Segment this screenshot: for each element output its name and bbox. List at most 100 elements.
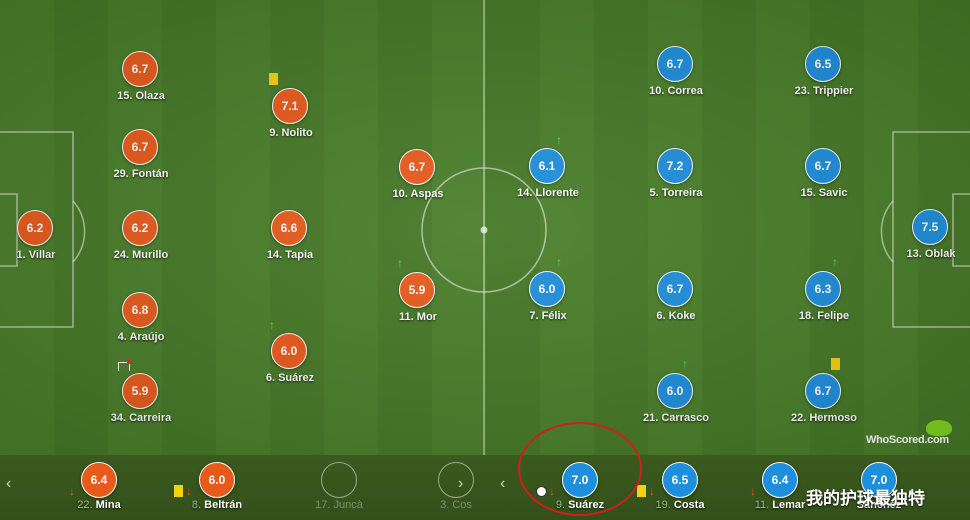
player-koke[interactable]: 6.7 6. Koke: [611, 271, 741, 335]
player-fontan[interactable]: 6.7 29. Fontán: [76, 129, 206, 193]
rating-circle: 6.7: [657, 46, 693, 82]
logo-text: WhoScored.com: [866, 434, 949, 446]
player-name: 19. Costa: [655, 499, 705, 511]
sub-junca[interactable]: 17. Juncà: [279, 455, 399, 519]
player-name: 6. Suárez: [265, 372, 315, 384]
player-name: 10. Aspas: [392, 188, 444, 200]
player-name: Sánchez: [856, 499, 902, 511]
player-oblak[interactable]: 7.5 13. Oblak: [866, 209, 970, 273]
rating-circle: [321, 462, 357, 498]
rating-circle: 6.3: [805, 271, 841, 307]
player-tapia[interactable]: 6.6 14. Tapia: [225, 210, 355, 274]
player-savic[interactable]: 6.7 15. Savic: [759, 148, 889, 212]
rating-circle: 6.4: [81, 462, 117, 498]
sub-suarez-9[interactable]: 7.0 9. Suárez: [520, 455, 640, 519]
arrow-down-icon: ↓: [186, 484, 192, 498]
player-felipe[interactable]: 6.3 18. Felipe: [759, 271, 889, 335]
player-mor[interactable]: 5.9 11. Mor: [353, 272, 483, 336]
rating-circle: 7.1: [272, 88, 308, 124]
player-name: 7. Félix: [529, 310, 567, 322]
arrow-down-icon: ↓: [750, 484, 756, 498]
rating-circle: 6.7: [657, 271, 693, 307]
rating-circle: 6.5: [805, 46, 841, 82]
player-name: 24. Murillo: [113, 249, 169, 261]
arrow-down-icon: ↓: [649, 484, 655, 498]
rating-circle: 6.7: [399, 149, 435, 185]
arrow-up-icon: ↑: [556, 255, 562, 269]
sub-mina[interactable]: 6.4 22. Mina: [39, 455, 159, 519]
player-name: 22. Hermoso: [790, 412, 858, 424]
player-name: 9. Suárez: [555, 499, 605, 511]
pitch: 6.7 15. Olaza 6.7 29. Fontán 6.2 24. Mur…: [0, 0, 970, 455]
goal-frame-icon: [118, 360, 131, 371]
yellow-card-icon: [831, 358, 840, 370]
rating-circle: 7.0: [562, 462, 598, 498]
player-suarez-6[interactable]: 6.0 6. Suárez: [225, 333, 355, 397]
player-name: 13. Oblak: [906, 248, 956, 260]
player-name: 21. Carrasco: [642, 412, 710, 424]
arrow-up-icon: ↑: [397, 256, 403, 270]
player-araujo[interactable]: 6.8 4. Araújo: [76, 292, 206, 356]
player-aspas[interactable]: 6.7 10. Aspas: [353, 149, 483, 213]
player-name: 14. Tapia: [266, 249, 314, 261]
rating-circle: 6.0: [529, 271, 565, 307]
rating-circle: 6.5: [662, 462, 698, 498]
sub-costa[interactable]: 6.5 19. Costa: [620, 455, 740, 519]
player-trippier[interactable]: 6.5 23. Trippier: [759, 46, 889, 110]
player-villar[interactable]: 6.2 1. Villar: [0, 210, 101, 274]
player-name: 1. Villar: [16, 249, 56, 261]
arrow-up-icon: ↑: [832, 255, 838, 269]
player-name: 15. Savic: [800, 187, 848, 199]
player-name: 22. Mina: [77, 499, 121, 511]
player-olaza[interactable]: 6.7 15. Olaza: [76, 51, 206, 115]
player-hermoso[interactable]: 6.7 22. Hermoso: [759, 373, 889, 437]
rating-circle: 6.7: [805, 373, 841, 409]
rating-circle: 5.9: [122, 373, 158, 409]
yellow-card-icon: [174, 485, 183, 497]
player-felix[interactable]: 6.0 7. Félix: [483, 271, 613, 335]
sub-lemar[interactable]: 6.4 11. Lemar: [720, 455, 840, 519]
player-murillo[interactable]: 6.2 24. Murillo: [76, 210, 206, 274]
player-name: 11. Lemar: [754, 499, 806, 511]
soccer-ball-icon: [536, 486, 547, 497]
player-correa[interactable]: 6.7 10. Correa: [611, 46, 741, 110]
arrow-up-icon: ↑: [556, 133, 562, 147]
player-llorente[interactable]: 6.1 14. Llorente: [483, 148, 613, 212]
player-torreira[interactable]: 7.2 5. Torreira: [611, 148, 741, 212]
arrow-down-icon: ↓: [549, 484, 555, 498]
bench-prev-right-arrow-icon[interactable]: ‹: [500, 475, 506, 492]
watermark-text: 我的护球最独特: [806, 489, 925, 508]
rating-circle: 7.2: [657, 148, 693, 184]
player-name: 17. Juncà: [315, 499, 363, 511]
bench-prev-left-arrow-icon[interactable]: ‹: [6, 475, 12, 492]
player-name: 5. Torreira: [649, 187, 703, 199]
player-name: 4. Araújo: [117, 331, 165, 343]
player-name: 14. Llorente: [517, 187, 579, 199]
rating-circle: 7.5: [912, 209, 948, 245]
player-name: 34. Carreira: [110, 412, 172, 424]
arrow-up-icon: ↑: [269, 318, 275, 332]
player-nolito[interactable]: 7.1 9. Nolito: [226, 88, 356, 152]
player-name: 11. Mor: [399, 311, 437, 323]
player-name: 6. Koke: [656, 310, 696, 322]
rating-circle: 6.2: [17, 210, 53, 246]
rating-circle: 6.8: [122, 292, 158, 328]
player-name: 15. Olaza: [117, 90, 165, 102]
rating-circle: 6.2: [122, 210, 158, 246]
rating-circle: 6.7: [122, 129, 158, 165]
rating-circle: 6.7: [122, 51, 158, 87]
rating-circle: 6.6: [271, 210, 307, 246]
pitch-lines: [0, 0, 970, 455]
sub-beltran[interactable]: 6.0 8. Beltrán: [157, 455, 277, 519]
rating-circle: 6.1: [529, 148, 565, 184]
player-carreira[interactable]: 5.9 34. Carreira: [76, 373, 206, 437]
logo-mark-icon: [926, 420, 952, 436]
sub-sanchez[interactable]: 7.0 Sánchez: [819, 455, 939, 519]
player-carrasco[interactable]: 6.0 21. Carrasco: [611, 373, 741, 437]
substitutes-bar: ‹ › ‹ ↓ 6.4 22. Mina ↓ 6.0 8. Beltrán 17…: [0, 455, 970, 520]
sub-cos[interactable]: 3. Cos: [396, 455, 516, 519]
arrow-up-icon: ↑: [682, 357, 688, 371]
player-name: 29. Fontán: [113, 168, 169, 180]
yellow-card-icon: [269, 73, 278, 85]
